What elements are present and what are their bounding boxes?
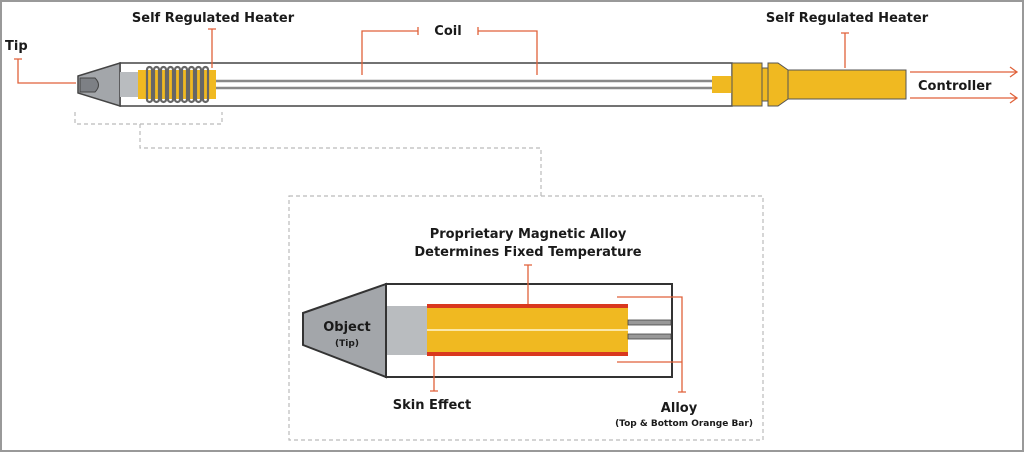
wire-top: [627, 319, 672, 326]
object-sub-label: (Tip): [335, 339, 359, 349]
alloy-label: Alloy: [661, 401, 698, 416]
alloy-bottom-bar: [427, 352, 628, 356]
iron-body: [77, 61, 907, 108]
heater-left-label: Self Regulated Heater: [132, 11, 295, 26]
detail-callouts: [430, 264, 686, 393]
rods: [216, 79, 714, 90]
wire-bottom: [627, 333, 672, 340]
handle: [787, 69, 907, 100]
collar: [767, 62, 789, 107]
alloy-sub-label: (Top & Bottom Orange Bar): [615, 419, 753, 429]
alloy-top-bar: [427, 304, 628, 308]
coil-windings: [145, 65, 210, 104]
ring: [761, 67, 769, 102]
tip-core: [120, 72, 138, 97]
tip-point: [79, 77, 99, 93]
coil-label: Coil: [434, 24, 461, 39]
iron-tube: [119, 62, 733, 107]
heater-right-block: [731, 62, 763, 107]
alloy-title-line2: Determines Fixed Temperature: [414, 245, 641, 260]
skin-effect-label: Skin Effect: [393, 398, 471, 413]
object-label: Object: [323, 320, 371, 335]
detail-gray-core: [387, 306, 427, 355]
connector: [712, 76, 732, 93]
heater-right-label: Self Regulated Heater: [766, 11, 929, 26]
controller-label: Controller: [918, 79, 992, 94]
zoom-connector: [74, 112, 764, 441]
tip-label: Tip: [5, 39, 28, 54]
detail-tip-cone: [302, 282, 387, 379]
heater-left-block: [138, 70, 216, 99]
callout-lines: [14, 27, 1019, 104]
alloy-title-line1: Proprietary Magnetic Alloy: [430, 227, 627, 242]
